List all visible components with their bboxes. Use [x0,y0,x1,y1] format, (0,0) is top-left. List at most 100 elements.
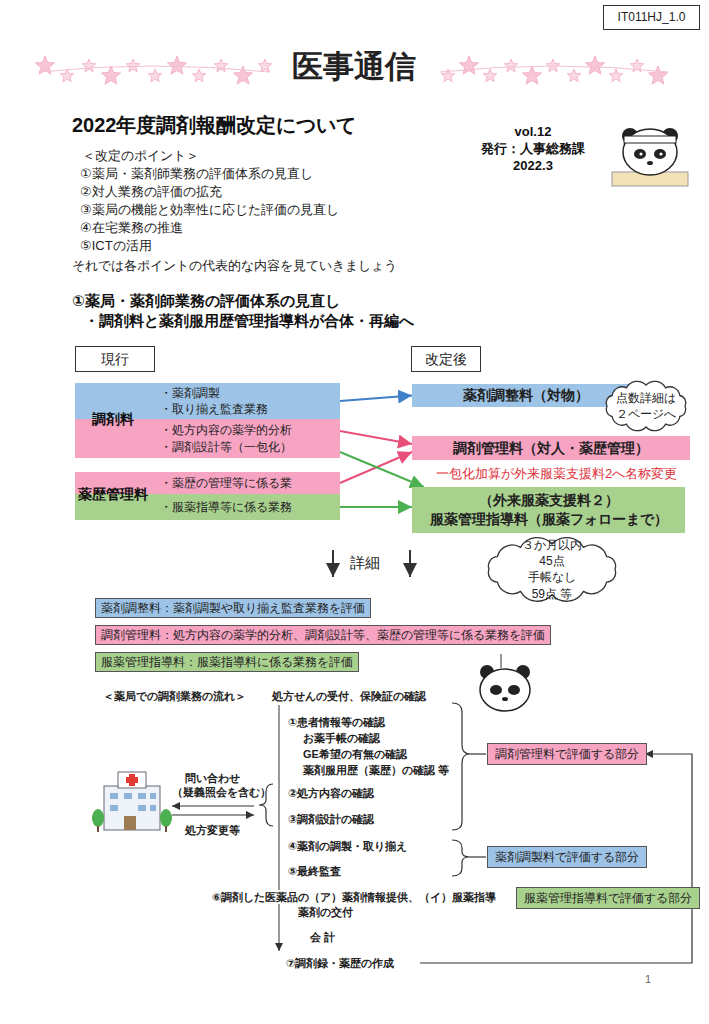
bracket [452,703,470,830]
section-heading: ①薬局・薬剤師業務の評価体系の見直し [72,291,340,311]
points-heading: ＜改定のポイント＞ [82,148,199,165]
node-text: ・薬歴の管理等に係る業 [160,475,292,491]
flow-step: 薬剤の交付 [298,905,353,919]
node-text: ・調剤設計等（一包化） [160,439,292,455]
node-text: IT011HJ_1.0 [618,9,686,25]
star [82,59,95,72]
flow-step: ②処方内容の確認 [288,786,374,800]
cloud-callout: ３か月以内 45点手帳なし 59点 等 [482,537,622,602]
page-number: 1 [645,972,651,986]
node-text: 点数詳細は ２ページへ [613,390,679,422]
star [148,69,161,82]
node-text: ・薬剤調製 [160,385,220,401]
volume: vol.12 [515,124,552,141]
flow-substep: 薬剤服用歴（薬歴）の確認 等 [303,763,449,777]
bracket-line [470,856,486,857]
flow-heading: ＜薬局での調剤業務の流れ＞ [103,689,246,703]
star [102,66,121,84]
star [649,66,668,84]
point-item: ①薬局・薬剤師業務の評価体系の見直し [80,166,313,183]
fee-name: 薬歴管理料 [78,485,148,503]
change-label: 処方変更等 [185,823,240,837]
issue-date: 2022.3 [513,158,553,175]
node-text: 薬剤調製料で評価する部分 [495,849,639,865]
evaluation-box: 薬剤調製料で評価する部分 [487,846,647,868]
intro-text: それでは各ポイントの代表的な内容を見ていきましょう [72,258,397,275]
point-item: ②対人業務の評価の拡充 [80,184,222,201]
point-item: ④在宅業務の推進 [80,220,183,237]
flow-step: 処方せんの受付、保険証の確認 [272,689,426,703]
point-item: ③薬局の機能と効率性に応じた評価の見直し [80,202,339,219]
inquiry-label: 問い合わせ [185,771,240,785]
hospital-icon [92,772,172,832]
star [586,56,605,74]
star [567,69,580,82]
star [214,59,227,72]
star [609,69,622,82]
connector-arrow [340,431,412,444]
cloud-callout: 点数詳細は ２ページへ [600,378,692,434]
inquiry-arrow [172,805,254,806]
header-box: 改定後 [411,346,481,372]
star [258,59,271,72]
connector-arrow [340,506,412,508]
node-text: 改定後 [425,350,467,369]
flow-substep: お薬手帳の確認 [303,731,380,745]
bracket-line [470,753,486,754]
detail-label: 詳細 [350,553,380,573]
flow-step: ⑦調剤録・薬歴の作成 [284,956,396,970]
node-text: 手帳なし 59点 等 [519,569,585,601]
section-subheading: ・調剤料と薬剤服用歴管理指導料が合体・再編へ [84,311,414,331]
flow-step: ①患者情報等の確認 [288,715,385,729]
node-text: 現行 [101,350,129,369]
down-arrow [332,550,334,577]
node-text: ３か月以内 45点 [519,537,585,569]
return-arrow [420,754,692,963]
evaluation-box: 調剤管理料で評価する部分 [487,743,647,765]
flow-substep: GE希望の有無の確認 [303,747,407,761]
bracket [452,840,470,876]
cloud-shape [606,381,686,430]
star [546,59,559,72]
publisher: 発行：人事総務課 [481,141,585,158]
down-arrow [409,550,411,577]
flow-step: ⑤最終監査 [288,864,341,878]
connector-arrow [340,396,412,402]
header-box: 現行 [75,346,155,372]
star [126,59,139,72]
definition-bar: 薬剤調整料：薬剤調製や取り揃え監査業務を評価 [95,598,371,618]
cloud-shape [488,538,615,602]
star [504,59,517,72]
node-text: 服薬管理指導料（服薬フォローまで） [430,510,668,529]
new-fee-box: （外来服薬支援料２）服薬管理指導料（服薬フォローまで） [412,487,685,533]
star [523,66,542,84]
node-text: ・処方内容の薬学的分析 [160,422,292,438]
doc-id-box: IT011HJ_1.0 [603,5,700,30]
flow-step: ③調剤設計の確認 [288,812,374,826]
change-arrow [172,814,254,815]
flow-step: 会 計 [310,930,335,944]
node-text: 調剤管理料で評価する部分 [495,746,639,762]
change-note: 一包化加算が外来服薬支援料2へ名称変更 [436,466,677,483]
star [483,69,496,82]
panda-icon [480,654,530,711]
cloud-outline [600,378,692,434]
page-title: 医事通信 [292,46,416,88]
flow-step: ⑥調剤した医薬品の（ア）薬剤情報提供、（イ）服薬指導 [210,890,498,904]
flow-line [278,705,279,951]
definition-bar: 調剤管理料：処方内容の薬学的分析、調剤設計等、薬歴の管理等に係る業務を評価 [95,625,551,645]
fee-name: 調剤料 [92,410,134,428]
node-text: 服薬管理指導料で評価する部分 [524,890,692,906]
node-text: 薬剤調整料（対物） [463,386,589,405]
flow-step: ④薬剤の調製・取り揃え [288,839,407,853]
node-text: 調剤管理料（対人・薬歴管理） [453,439,649,458]
star [192,69,205,82]
node-text: ・取り揃え監査業務 [160,401,268,417]
subtitle: 2022年度調剤報酬改定について [72,112,357,138]
panda-icon [612,128,688,186]
node-text: 薬剤調整料：薬剤調製や取り揃え監査業務を評価 [101,600,365,616]
new-fee-box: 調剤管理料（対人・薬歴管理） [412,436,690,460]
inquiry-label: （疑義照会を含む） [172,785,271,799]
node-text: （外来服薬支援料２） [479,491,619,510]
